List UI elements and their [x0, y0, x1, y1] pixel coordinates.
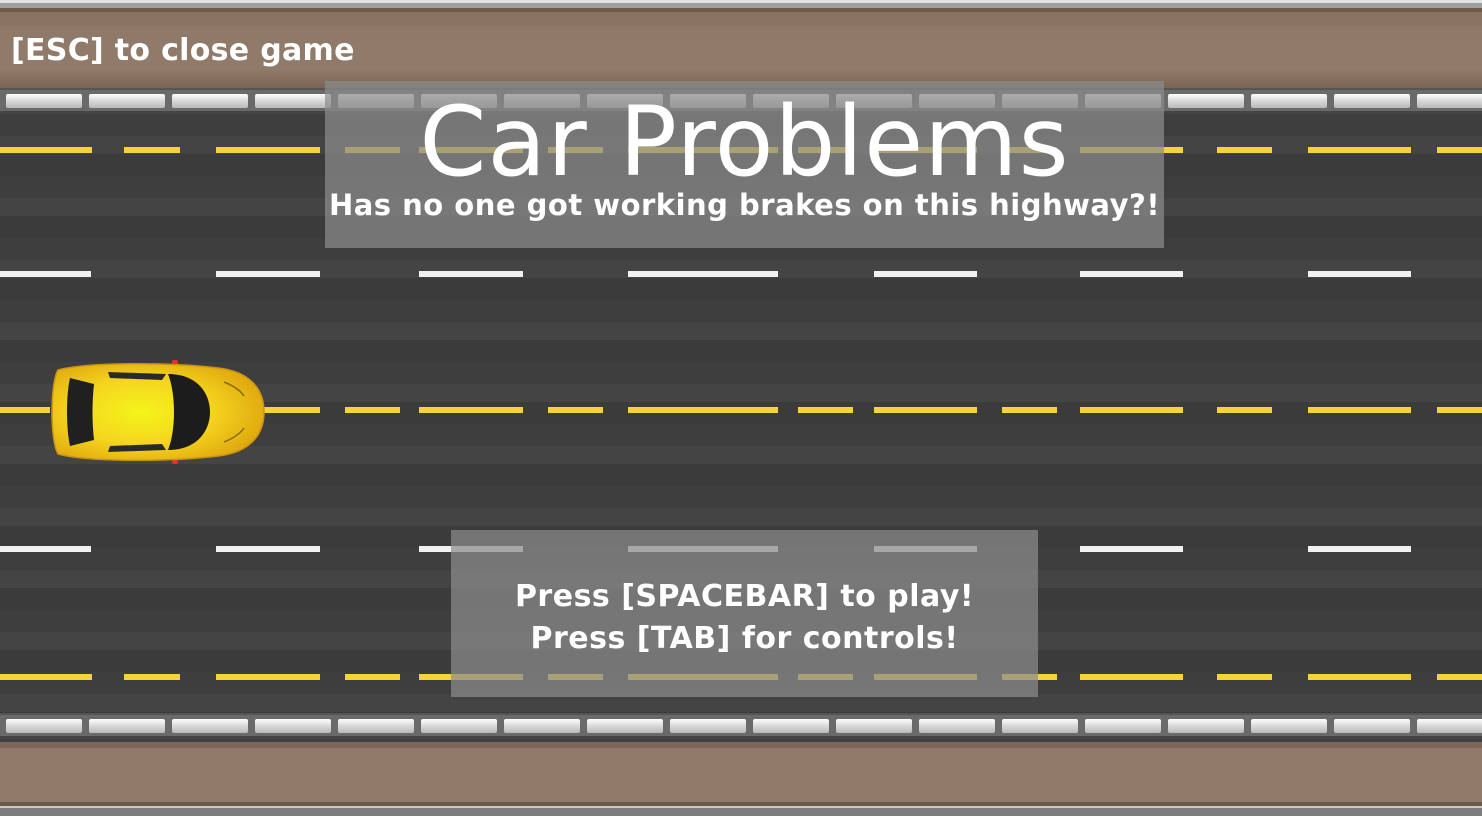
game-title: Car Problems: [419, 86, 1070, 198]
lane-dash: [1437, 147, 1482, 153]
lane-dash: [345, 674, 400, 680]
lane-dash: [1080, 407, 1183, 413]
lane-dash: [1308, 147, 1411, 153]
roadside-dirt-bottom: [0, 742, 1482, 816]
guard-rail-segment: [1168, 719, 1244, 733]
guard-rail-segment: [1251, 94, 1327, 108]
guard-rail-segment: [753, 719, 829, 733]
guard-rail-segment: [89, 94, 165, 108]
lane-dash: [1080, 546, 1183, 552]
play-prompt: Press [SPACEBAR] to play!: [514, 579, 975, 614]
yellow-sports-car-icon: [51, 360, 265, 464]
lane-dash: [216, 546, 320, 552]
lane-dash: [1080, 271, 1183, 277]
roadside-dirt-top: [0, 26, 1482, 88]
lane-dash: [1080, 674, 1183, 680]
title-panel: Car Problems Has no one got working brak…: [325, 81, 1164, 248]
guard-rail-segment: [836, 719, 912, 733]
guard-rail-segment: [919, 719, 995, 733]
lane-dash: [216, 147, 320, 153]
lane-line-yellow-center: [0, 407, 1482, 413]
close-game-hint: [ESC] to close game: [11, 33, 355, 68]
lane-dash: [1308, 674, 1411, 680]
guard-rail-segment: [172, 94, 248, 108]
guard-rail-segment: [1417, 94, 1482, 108]
lane-dash: [1437, 407, 1482, 413]
lane-dash: [0, 147, 92, 153]
lane-dash: [798, 407, 853, 413]
lane-line-white-top: [0, 271, 1482, 277]
guard-rail-segment: [255, 94, 331, 108]
lane-dash: [124, 674, 180, 680]
lane-dash: [419, 271, 523, 277]
lane-dash: [548, 407, 603, 413]
guard-rail-segment: [587, 719, 663, 733]
guard-rail-segment: [172, 719, 248, 733]
lane-dash: [1217, 147, 1272, 153]
guard-rail-segment: [1251, 719, 1327, 733]
game-subtitle: Has no one got working brakes on this hi…: [328, 188, 1161, 222]
lane-dash: [419, 407, 523, 413]
lane-dash: [1308, 407, 1411, 413]
lane-dash: [345, 407, 400, 413]
lane-dash: [124, 147, 180, 153]
lane-dash: [1308, 271, 1411, 277]
lane-dash: [1217, 407, 1272, 413]
lane-dash: [0, 546, 91, 552]
lane-dash: [874, 407, 977, 413]
lane-dash: [628, 271, 778, 277]
guard-rail-segment: [255, 719, 331, 733]
guard-rail-segment: [6, 719, 82, 733]
lane-dash: [0, 407, 50, 413]
guard-rail-segment: [1334, 94, 1410, 108]
top-border: [0, 0, 1482, 26]
lane-dash: [216, 271, 320, 277]
guard-rail-segment: [1085, 719, 1161, 733]
guard-rail-segment: [6, 94, 82, 108]
lane-dash: [0, 674, 92, 680]
guard-rail-segment: [504, 719, 580, 733]
guard-rail-segment: [338, 719, 414, 733]
lane-dash: [874, 271, 977, 277]
guard-rail-bottom: [0, 713, 1482, 739]
lane-dash: [1002, 407, 1057, 413]
controls-prompt: Press [TAB] for controls!: [530, 621, 959, 656]
lane-dash: [1217, 674, 1272, 680]
lane-dash: [1437, 674, 1482, 680]
lane-dash: [216, 407, 320, 413]
lane-dash: [628, 407, 778, 413]
guard-rail-segment: [1417, 719, 1482, 733]
guard-rail-segment: [89, 719, 165, 733]
guard-rail-segment: [1168, 94, 1244, 108]
lane-dash: [216, 674, 320, 680]
guard-rail-segment: [421, 719, 497, 733]
lane-dash: [1308, 546, 1411, 552]
guard-rail-segment: [1334, 719, 1410, 733]
guard-rail-segment: [1002, 719, 1078, 733]
start-prompt-panel: Press [SPACEBAR] to play! Press [TAB] fo…: [451, 530, 1038, 697]
guard-rail-segment: [670, 719, 746, 733]
lane-dash: [0, 271, 91, 277]
